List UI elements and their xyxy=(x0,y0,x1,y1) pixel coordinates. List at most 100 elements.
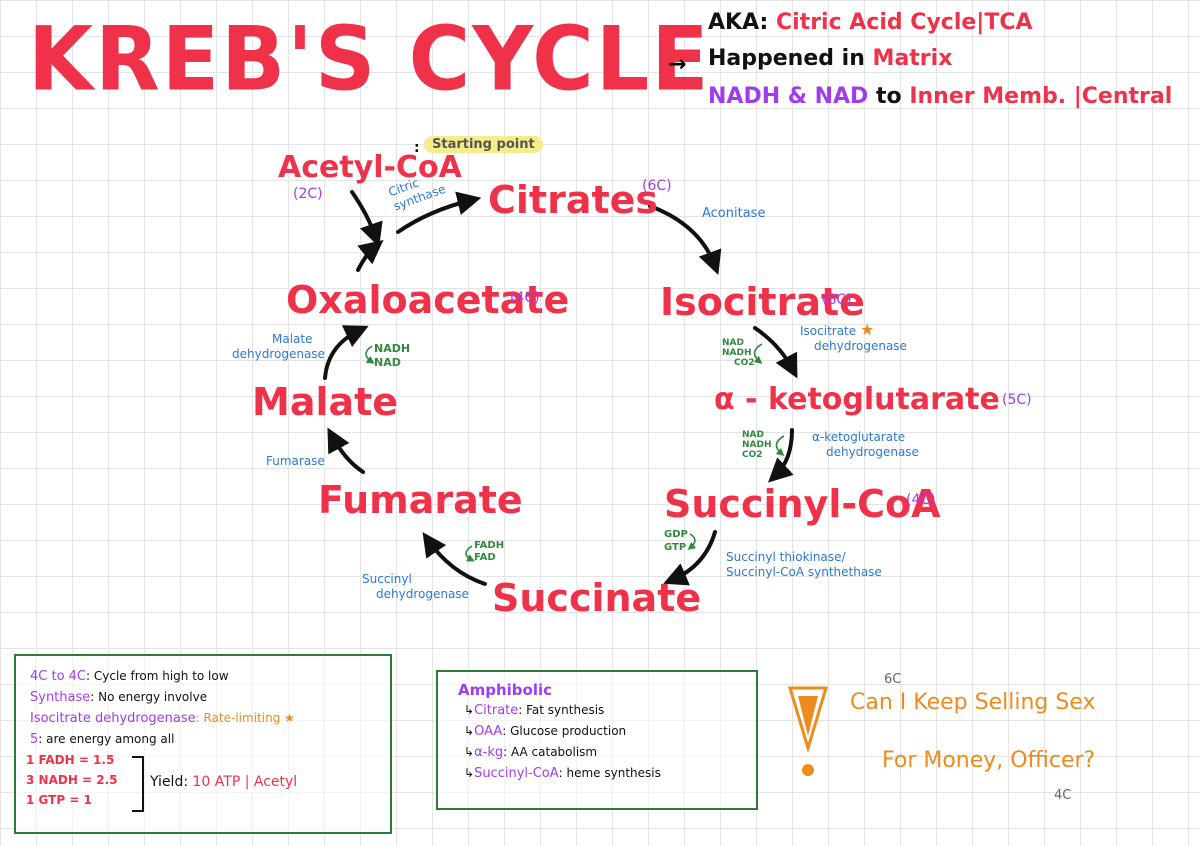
amphibolic-row-2: ↳OAA: Glucose production xyxy=(464,724,627,739)
cofactors-malate: NADH NAD xyxy=(374,342,410,370)
amphibolic-row-3: ↳α-kg: AA catabolism xyxy=(464,745,598,760)
cof-mal-nadh: NADH xyxy=(374,342,411,355)
notes-box: 4C to 4C: Cycle from high to low Synthas… xyxy=(14,654,392,834)
cofactor-arrow-gtp xyxy=(687,533,697,551)
cof-ak-co2: CO2 xyxy=(742,450,763,460)
enzyme-malate-dh: Malate dehydrogenase xyxy=(232,332,325,362)
starting-point-highlight: Starting point xyxy=(424,136,543,153)
amphibolic-box: Amphibolic ↳Citrate: Fat synthesis ↳OAA:… xyxy=(436,670,758,810)
enzyme-succinyl-thiokinase: Succinyl thiokinase/ Succinyl-CoA synthe… xyxy=(726,550,882,580)
enzyme-malate-dh-2: dehydrogenase xyxy=(232,347,325,361)
cofactors-fad: FADH FAD xyxy=(474,540,504,564)
cof-gtp: GTP xyxy=(664,542,687,553)
cofactor-arrow-fad xyxy=(465,545,475,562)
arrow-citrates-isocitrate xyxy=(648,204,722,276)
enzyme-succinyl-dh-2: dehydrogenase xyxy=(376,587,469,601)
enzyme-isocitrate-dh: Isocitrate ★ dehydrogenase xyxy=(800,322,907,354)
nad-value: Inner Memb. |Central xyxy=(909,84,1173,109)
succinyl-coa-carbons: (4C) xyxy=(906,492,936,508)
amphibolic-row-1: ↳Citrate: Fat synthesis xyxy=(464,703,605,718)
malate-label: Malate xyxy=(252,380,399,424)
enzyme-aketo-dh-2: dehydrogenase xyxy=(826,445,919,459)
cof-iso-co2: CO2 xyxy=(734,358,755,368)
enzyme-aketo-dh-1: α-ketoglutarate xyxy=(812,430,906,444)
enzyme-malate-dh-1: Malate xyxy=(272,332,313,346)
acetyl-carbons: (2C) xyxy=(293,186,323,202)
happened-label: Happened in xyxy=(708,46,865,71)
cof-iso-nadh: NADH xyxy=(722,348,752,358)
acetyl-colon: : xyxy=(414,140,420,156)
yield-line: Yield: 10 ATP | Acetyl xyxy=(150,774,298,790)
enzyme-succinyl-dh-1: Succinyl xyxy=(362,572,412,586)
note-line-3: Isocitrate dehydrogenase: Rate-limiting … xyxy=(30,711,295,726)
mnemonic-line-2: For Money, Officer? xyxy=(882,748,1096,773)
cofactor-arrow-mal xyxy=(365,345,375,364)
acetyl-coa-label: Acetyl-CoA xyxy=(278,150,462,185)
star-icon: ★ xyxy=(859,320,875,339)
enzyme-isocitrate-dh-2: dehydrogenase xyxy=(814,339,907,353)
mnemonic-bottom-note: 4C xyxy=(1054,788,1072,803)
enzyme-succinyl-dh: Succinyl dehydrogenase xyxy=(362,572,469,602)
cof-ak-nadh: NADH xyxy=(742,440,772,450)
citrates-carbons: (6C) xyxy=(642,178,672,194)
note-line-4: 5: are energy among all xyxy=(30,732,175,747)
aketoglutarate-carbons: (5C) xyxy=(1002,392,1032,408)
cofactors-gtp: GDP GTP xyxy=(664,528,688,554)
nad-mid: to xyxy=(876,84,902,109)
cofactor-arrow-ak xyxy=(775,435,785,457)
header-aka: AKA: Citric Acid Cycle|TCA xyxy=(708,10,1033,35)
citrates-label: Citrates xyxy=(488,178,659,222)
enzyme-fumarase: Fumarase xyxy=(266,454,325,468)
yield-bracket xyxy=(132,756,144,812)
cofactors-aketo: NAD NADH CO2 xyxy=(742,430,772,460)
fumarate-label: Fumarate xyxy=(318,478,523,522)
note-fadh: 1 FADH = 1.5 xyxy=(26,753,115,767)
cof-mal-nad: NAD xyxy=(374,356,401,369)
cof-ak-nad: NAD xyxy=(742,430,764,440)
header-nad: NADH & NAD to Inner Memb. |Central xyxy=(708,84,1172,109)
arrow-fumarate-malate xyxy=(327,427,365,474)
isocitrate-carbons: (6C) xyxy=(822,292,852,308)
isocitrate-label: Isocitrate xyxy=(660,280,865,324)
enzyme-aconitase: Aconitase xyxy=(702,206,766,221)
happened-value: Matrix xyxy=(872,46,953,71)
header-location: Happened in Matrix xyxy=(708,46,952,71)
oxaloacetate-label: Oxaloacetate xyxy=(286,278,570,322)
arrow-succinate-fumarate xyxy=(422,532,487,586)
succinate-label: Succinate xyxy=(492,576,702,620)
oxaloacetate-carbons: (4C) xyxy=(510,290,540,306)
page-title: KREB'S CYCLE xyxy=(28,7,711,111)
exclamation-icon xyxy=(787,686,829,776)
arrow-aketo-succinylcoa xyxy=(768,428,794,483)
cof-fadh: FADH xyxy=(474,540,505,551)
arrow-to-citrates xyxy=(396,191,482,234)
aka-value: Citric Acid Cycle|TCA xyxy=(775,10,1033,35)
cofactor-arrow-iso xyxy=(753,343,763,365)
enzyme-succinyl-thio-1: Succinyl thiokinase/ xyxy=(726,550,846,564)
arrow-acetyl-in xyxy=(350,190,383,248)
arrow-malate-oaa xyxy=(323,325,369,380)
arrow-succinylcoa-succinate xyxy=(663,530,717,586)
note-line-1: 4C to 4C: Cycle from high to low xyxy=(30,669,229,684)
enzyme-isocitrate-dh-1: Isocitrate xyxy=(800,324,857,338)
aka-label: AKA: xyxy=(708,10,769,35)
cofactors-isocitrate: NAD NADH CO2 xyxy=(722,338,755,368)
mnemonic-top-note: 6C xyxy=(884,672,902,687)
arrow-isocitrate-aketo xyxy=(753,326,798,379)
note-gtp: 1 GTP = 1 xyxy=(26,793,92,807)
cof-iso-nad: NAD xyxy=(722,338,744,348)
amphibolic-row-4: ↳Succinyl-CoA: heme synthesis xyxy=(464,766,661,781)
amphibolic-title: Amphibolic xyxy=(458,681,553,699)
mnemonic-line-1: Can I Keep Selling Sex xyxy=(850,690,1096,715)
cof-gdp: GDP xyxy=(664,529,688,540)
arrow-oaa-in xyxy=(356,240,384,272)
note-line-2: Synthase: No energy involve xyxy=(30,690,208,705)
aketoglutarate-label: α - ketoglutarate xyxy=(714,382,1000,417)
nad-label: NADH & NAD xyxy=(708,84,869,109)
enzyme-succinyl-thio-2: Succinyl-CoA synthethase xyxy=(726,565,882,579)
header-arrow: → xyxy=(668,52,687,77)
cof-fad: FAD xyxy=(474,552,496,563)
note-nadh: 3 NADH = 2.5 xyxy=(26,773,118,787)
enzyme-aketo-dh: α-ketoglutarate dehydrogenase xyxy=(812,430,919,460)
